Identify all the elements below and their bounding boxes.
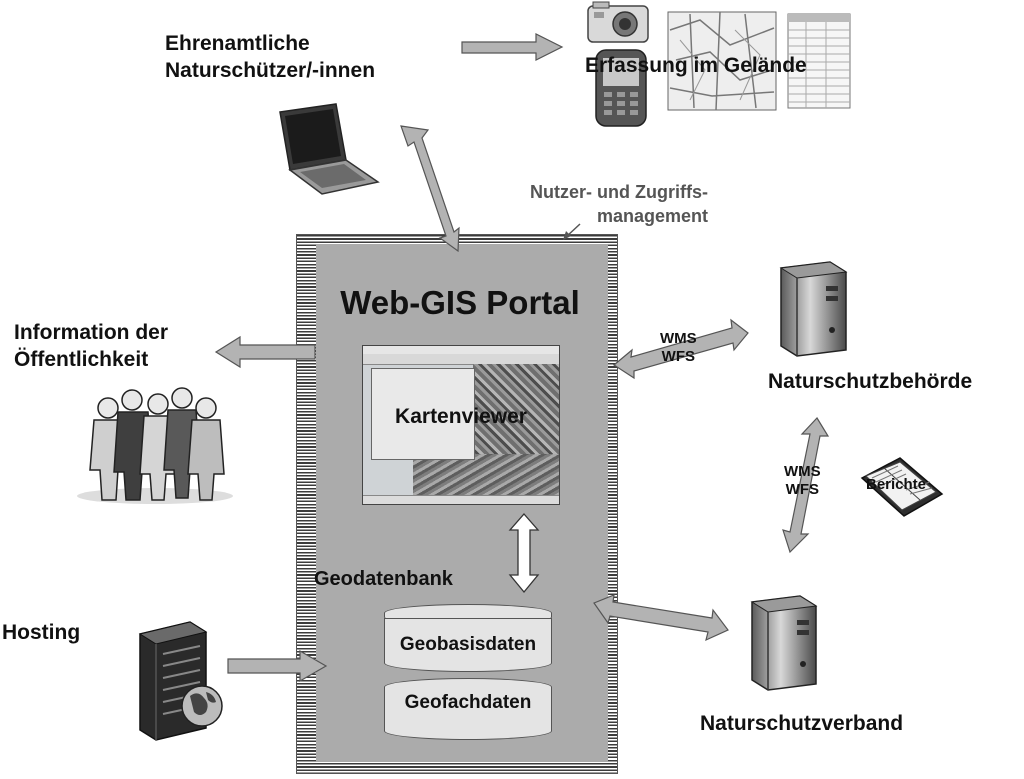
arrow-hosting-to-portal: [227, 649, 328, 683]
book-icon: [860, 457, 944, 517]
camera-icon: [587, 1, 649, 43]
authority-label: Naturschutzbehörde: [768, 370, 973, 393]
portal-title: Web-GIS Portal: [340, 284, 580, 321]
association-label: Naturschutzverband: [700, 712, 904, 735]
arrow-laptop-portal: [400, 125, 460, 253]
geobasisdaten-label: Geobasisdaten: [399, 634, 537, 655]
server-icon: [779, 261, 848, 357]
reports-label: Berichte: [866, 476, 927, 493]
pointer-user-management: [563, 223, 581, 240]
map-sheet-icon: [667, 11, 777, 111]
volunteers-label: Ehrenamtliche Naturschützer/-innen: [165, 32, 376, 82]
user-access-label: Nutzer- und Zugriffs- management: [530, 182, 708, 226]
geofachdaten-layer: [384, 678, 552, 740]
pda-icon: [595, 49, 647, 127]
kartenviewer-screenshot: [362, 345, 560, 505]
geofachdaten-label: Geofachdaten: [404, 692, 532, 713]
public-info-label: Information der Öffentlichkeit: [14, 321, 169, 371]
arrow-portal-authority: [612, 318, 749, 380]
kartenviewer-label: Kartenviewer: [395, 405, 527, 428]
server-icon: [750, 595, 818, 691]
wms-wfs-label-2: WMS WFS: [784, 463, 821, 498]
geodatenbank-label: Geodatenbank: [314, 568, 453, 590]
arrow-viewer-database: [508, 513, 540, 594]
arrow-portal-to-public: [214, 335, 316, 369]
field-capture-label: Erfassung im Gelände: [585, 54, 807, 77]
wms-wfs-label-1: WMS WFS: [660, 330, 697, 365]
laptop-icon: [279, 103, 380, 195]
arrow-volunteers-to-field: [461, 33, 564, 61]
hosting-label: Hosting: [2, 621, 81, 644]
crowd-icon: [77, 387, 233, 504]
data-table-icon: [787, 13, 851, 109]
arrow-authority-association: [782, 417, 830, 554]
globe-icon: [181, 685, 223, 727]
geobasisdaten-layer: [384, 618, 552, 672]
arrow-portal-association: [593, 594, 729, 642]
